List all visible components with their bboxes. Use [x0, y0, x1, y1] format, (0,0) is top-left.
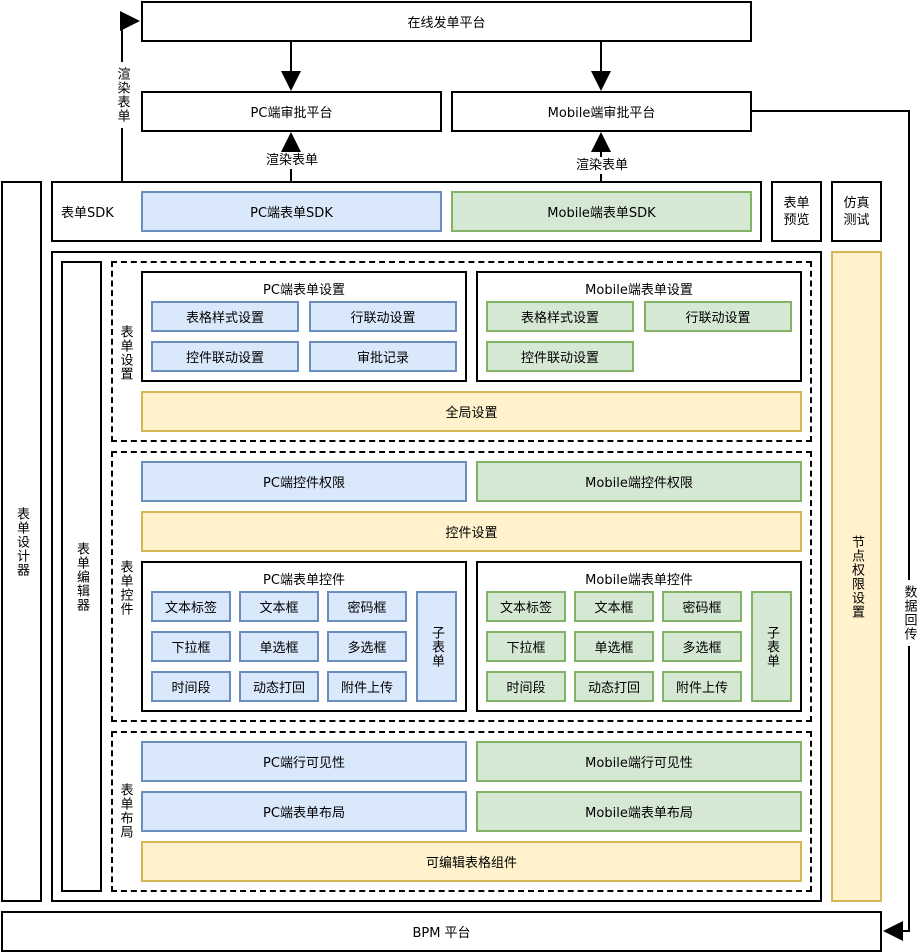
mobile-control-permission[interactable]: Mobile端控件权限 [476, 461, 802, 502]
pc-control-permission[interactable]: PC端控件权限 [141, 461, 467, 502]
mobile-form-sdk: Mobile端表单SDK [451, 191, 752, 232]
form-designer-box: 表单设计器 [1, 181, 42, 902]
mobile-control-checkbox[interactable]: 多选框 [662, 631, 742, 662]
pc-control-checkbox[interactable]: 多选框 [327, 631, 407, 662]
mobile-approval-platform: Mobile端审批平台 [451, 91, 752, 132]
online-platform-box: 在线发单平台 [141, 1, 752, 42]
form-editor-box: 表单编辑器 [61, 261, 102, 892]
mobile-control-dropdown[interactable]: 下拉框 [486, 631, 566, 662]
pc-control-text-label[interactable]: 文本标签 [151, 591, 231, 622]
mobile-row-visibility[interactable]: Mobile端行可见性 [476, 741, 802, 782]
pc-table-style-setting[interactable]: 表格样式设置 [151, 301, 299, 332]
pc-control-time-range[interactable]: 时间段 [151, 671, 231, 702]
pc-control-attachment[interactable]: 附件上传 [327, 671, 407, 702]
render-form-label-left: 渲染表单 [112, 62, 132, 128]
pc-row-visibility[interactable]: PC端行可见性 [141, 741, 467, 782]
mobile-control-time-range[interactable]: 时间段 [486, 671, 566, 702]
mobile-control-radio[interactable]: 单选框 [574, 631, 654, 662]
mobile-control-subform[interactable]: 子表单 [751, 591, 792, 702]
pc-row-link-setting[interactable]: 行联动设置 [309, 301, 457, 332]
editable-table-component[interactable]: 可编辑表格组件 [141, 841, 802, 882]
mobile-control-text-label[interactable]: 文本标签 [486, 591, 566, 622]
form-controls-label: 表单控件 [117, 560, 133, 616]
mobile-control-attachment[interactable]: 附件上传 [662, 671, 742, 702]
mobile-table-style-setting[interactable]: 表格样式设置 [486, 301, 634, 332]
pc-control-radio[interactable]: 单选框 [239, 631, 319, 662]
form-controls-group [111, 451, 812, 722]
mobile-row-link-setting[interactable]: 行联动设置 [644, 301, 792, 332]
form-preview-box[interactable]: 表单预览 [771, 181, 822, 242]
form-layout-group [111, 731, 812, 892]
node-permission-box: 节点权限设置 [831, 251, 882, 902]
mobile-form-layout[interactable]: Mobile端表单布局 [476, 791, 802, 832]
control-settings[interactable]: 控件设置 [141, 511, 802, 552]
pc-control-dynamic-return[interactable]: 动态打回 [239, 671, 319, 702]
pc-form-sdk: PC端表单SDK [141, 191, 442, 232]
render-form-label-mid: 渲染表单 [259, 152, 325, 169]
simulate-test-box[interactable]: 仿真测试 [831, 181, 882, 242]
pc-control-dropdown[interactable]: 下拉框 [151, 631, 231, 662]
pc-control-subform[interactable]: 子表单 [416, 591, 457, 702]
global-settings[interactable]: 全局设置 [141, 391, 802, 432]
pc-control-link-setting[interactable]: 控件联动设置 [151, 341, 299, 372]
pc-approval-platform: PC端审批平台 [141, 91, 442, 132]
mobile-control-password[interactable]: 密码框 [662, 591, 742, 622]
mobile-control-textbox[interactable]: 文本框 [574, 591, 654, 622]
bpm-platform-box: BPM 平台 [1, 911, 882, 952]
pc-control-password[interactable]: 密码框 [327, 591, 407, 622]
mobile-control-dynamic-return[interactable]: 动态打回 [574, 671, 654, 702]
render-form-label-right: 渲染表单 [569, 157, 635, 174]
mobile-control-link-setting[interactable]: 控件联动设置 [486, 341, 634, 372]
form-settings-label: 表单设置 [117, 325, 133, 381]
pc-form-layout[interactable]: PC端表单布局 [141, 791, 467, 832]
form-settings-group [111, 261, 812, 442]
form-layout-label: 表单布局 [117, 783, 133, 839]
pc-approval-record[interactable]: 审批记录 [309, 341, 457, 372]
data-return-label: 数据回传 [899, 580, 919, 646]
pc-control-textbox[interactable]: 文本框 [239, 591, 319, 622]
